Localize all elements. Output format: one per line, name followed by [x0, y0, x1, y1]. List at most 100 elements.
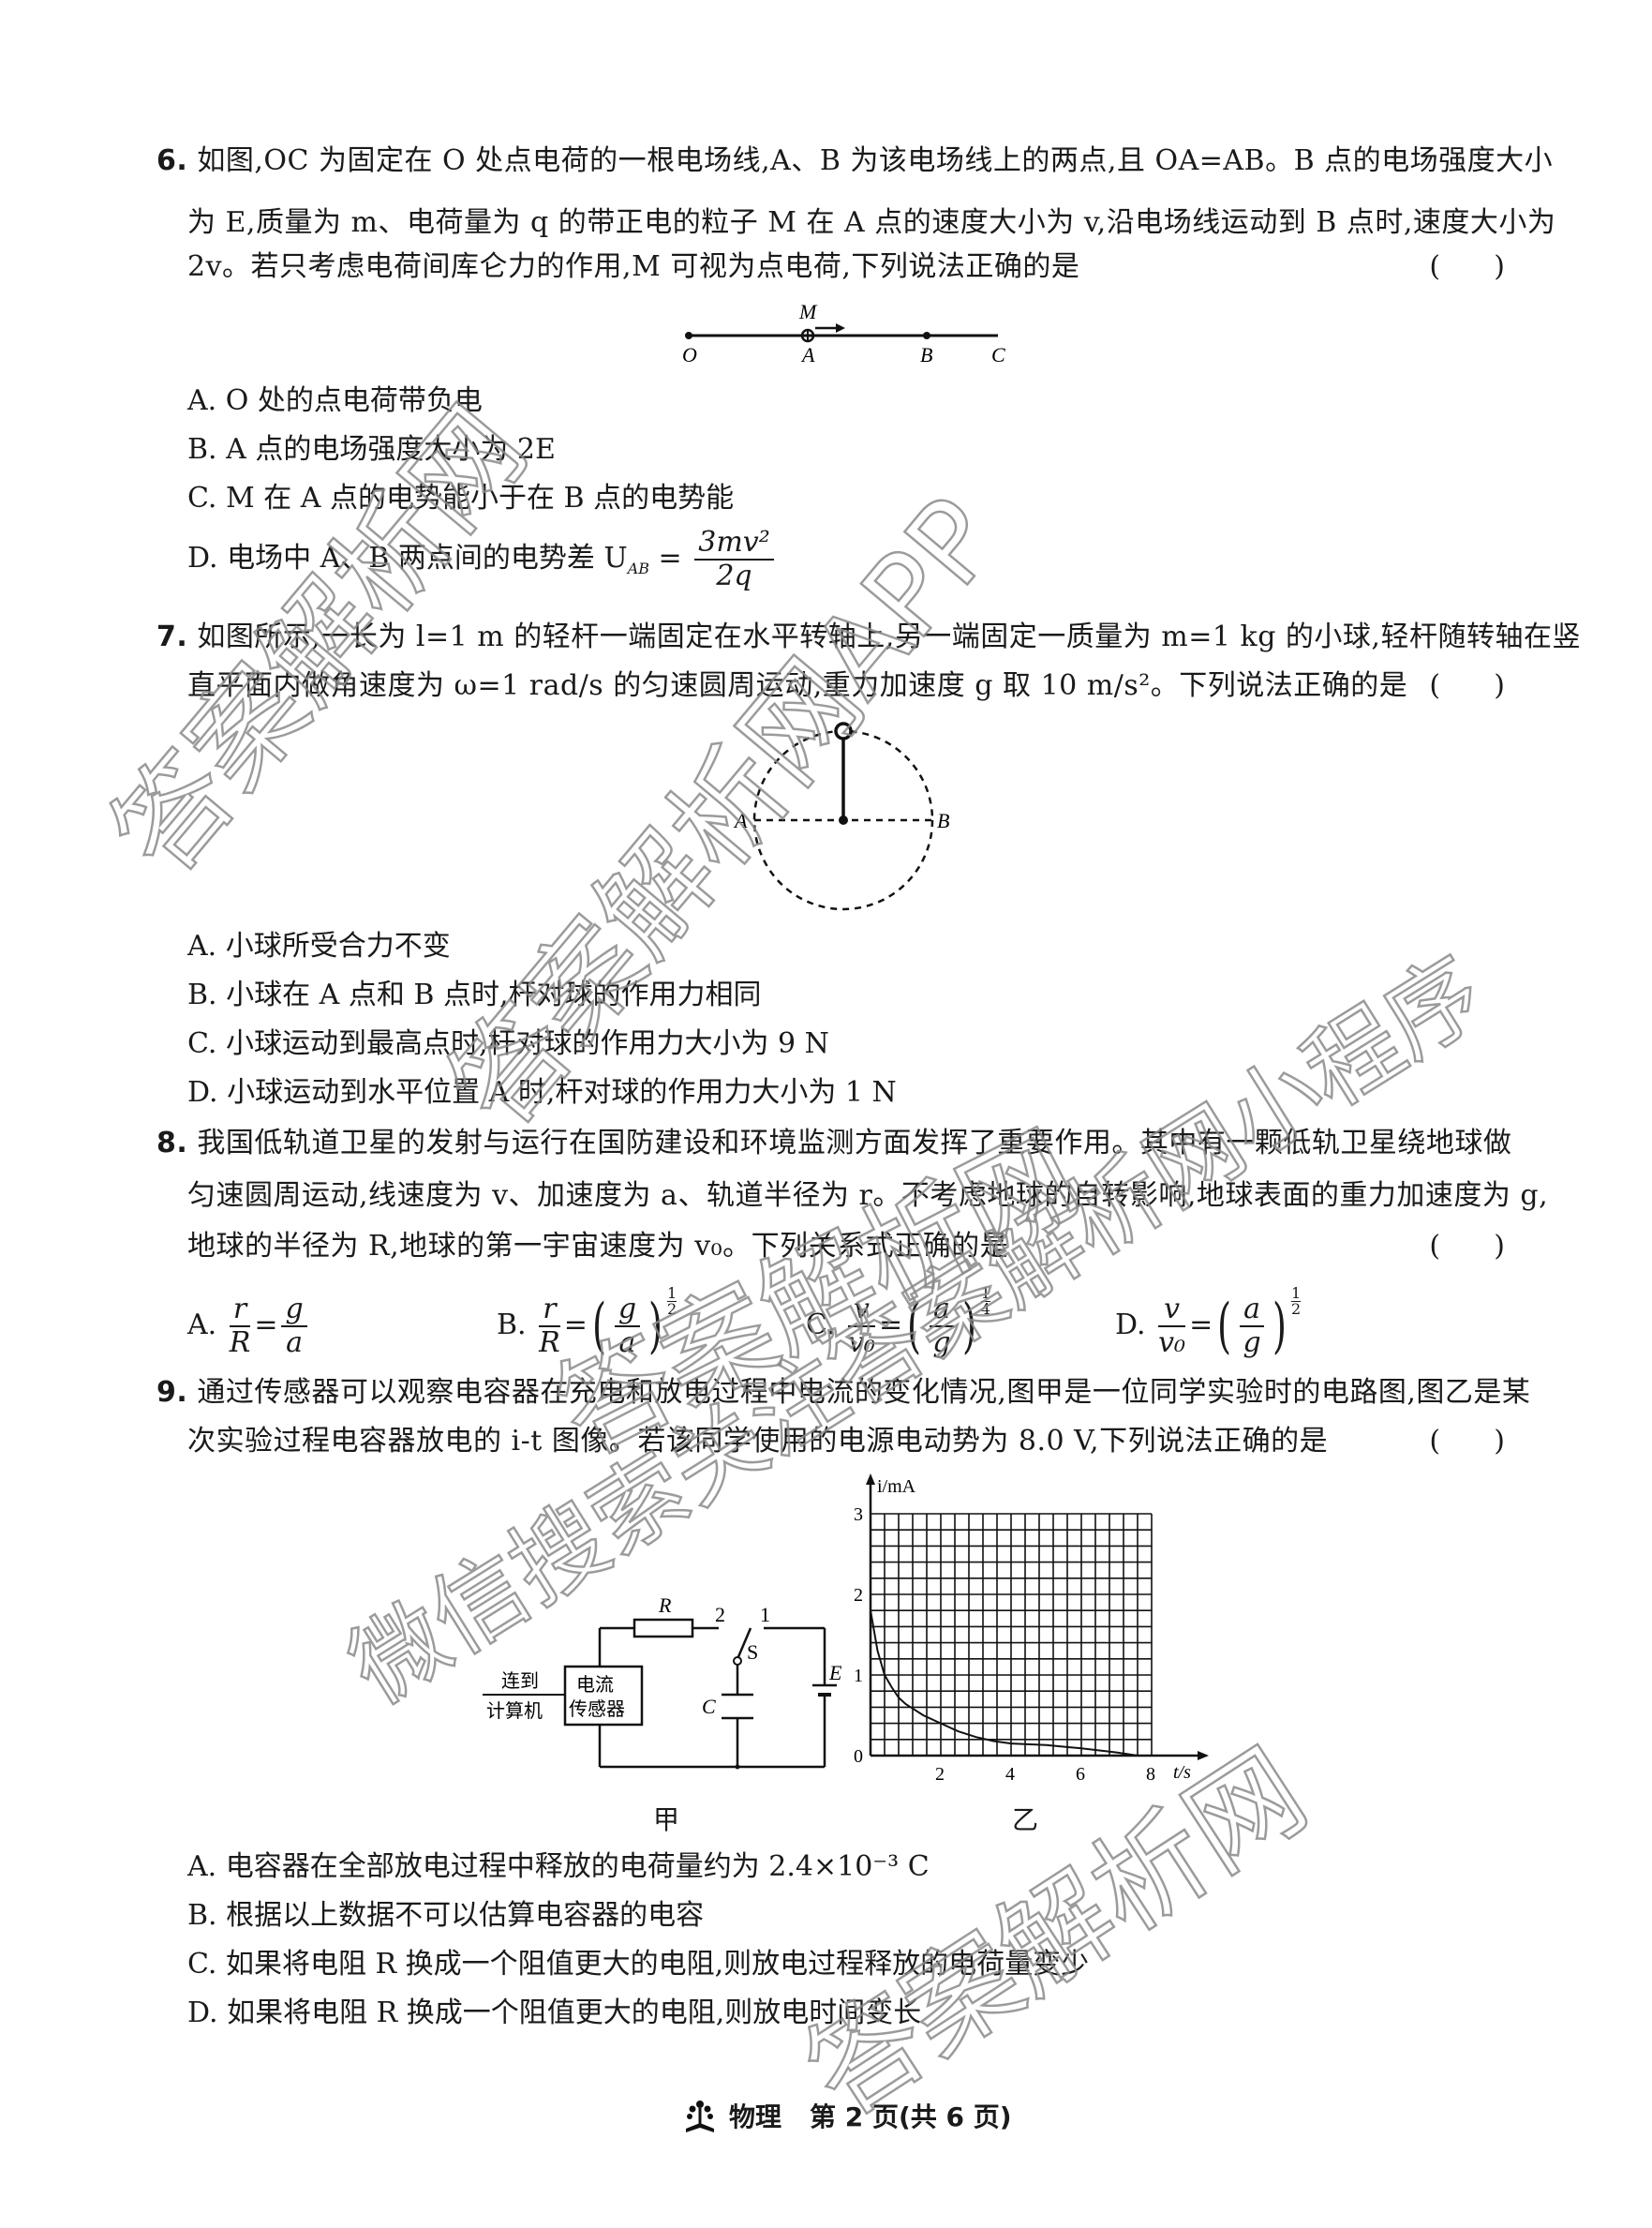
label-B: B [937, 809, 949, 832]
svg-text:4: 4 [1005, 1764, 1015, 1785]
q7-stem-1: 如图所示,一长为 l=1 m 的轻杆一端固定在水平转轴上,另一端固定一质量为 m… [197, 621, 1581, 653]
option-key: A. [187, 1308, 217, 1341]
computer-label-2: 计算机 [486, 1699, 543, 1722]
option-key: D. [187, 1076, 218, 1109]
switch-label: S [747, 1640, 758, 1664]
option-key: C. [187, 1027, 217, 1060]
q9-line-1: 9. 通过传感器可以观察电容器在充电和放电过程中电流的变化情况,图甲是一位同学实… [156, 1374, 1530, 1412]
page-footer: 物理 第 2 页(共 6 页) [684, 2097, 1012, 2134]
fraction: 3mv² 2q [694, 527, 774, 592]
equals: = [658, 542, 682, 575]
q9-option-a[interactable]: A. 电容器在全部放电过程中释放的电荷量约为 2.4×10⁻³ C [187, 1848, 930, 1886]
q9-stem-2: 次实验过程电容器放电的 i-t 图像。若该同学使用的电源电动势为 8.0 V,下… [187, 1425, 1329, 1458]
q7-option-b[interactable]: B. 小球在 A 点和 B 点时,杆对球的作用力相同 [187, 977, 762, 1014]
q9-option-b[interactable]: B. 根据以上数据不可以估算电容器的电容 [187, 1897, 704, 1935]
label-O: O [682, 343, 697, 364]
q6-stem-3: 2v。若只考虑电荷间库仑力的作用,M 可视为点电荷,下列说法正确的是 [187, 250, 1080, 283]
graph-caption: 乙 [1012, 1804, 1039, 1835]
q6-answer-blank[interactable]: ( ) [1429, 250, 1505, 283]
subscript: AB [627, 560, 649, 577]
q7-circular-motion-figure: A B [733, 722, 949, 911]
label-B: B [920, 343, 932, 364]
source-label: E [828, 1661, 842, 1684]
option-text: 小球运动到最高点时,杆对球的作用力大小为 9 N [225, 1027, 829, 1060]
option-text: 电容器在全部放电过程中释放的电荷量约为 2.4×10⁻³ C [225, 1850, 930, 1883]
q6-option-a[interactable]: A. O 处的点电荷带负电 [187, 382, 483, 420]
option-key: D. [1115, 1308, 1146, 1341]
label-M: M [798, 300, 818, 323]
q8-answer-blank[interactable]: ( ) [1429, 1230, 1505, 1263]
sensor-label-1: 电流 [576, 1673, 614, 1696]
option-key: B. [187, 979, 217, 1011]
svg-text:6: 6 [1076, 1764, 1085, 1785]
q6-number: 6. [156, 144, 188, 177]
y-axis-label: i/mA [877, 1476, 916, 1497]
q6-stem-2: 为 E,质量为 m、电荷量为 q 的带正电的粒子 M 在 A 点的速度大小为 v… [187, 206, 1556, 239]
q9-option-c[interactable]: C. 如果将电阻 R 换成一个阻值更大的电阻,则放电过程释放的电荷量变少 [187, 1946, 1089, 1983]
subject-label: 物理 [729, 2101, 782, 2132]
terminal-2-label: 2 [715, 1603, 725, 1626]
q7-number: 7. [156, 621, 188, 653]
discharge-curve [870, 1610, 1139, 1757]
q6-option-c[interactable]: C. M 在 A 点的电势能小于在 B 点的电势能 [187, 480, 734, 517]
q8-line-1: 8. 我国低轨道卫星的发射与运行在国防建设和环境监测方面发挥了重要作用。其中有一… [156, 1125, 1511, 1162]
q6-option-b[interactable]: B. A 点的电场强度大小为 2E [187, 431, 556, 469]
q7-line-1: 7. 如图所示,一长为 l=1 m 的轻杆一端固定在水平转轴上,另一端固定一质量… [156, 619, 1581, 656]
option-key: C. [806, 1308, 836, 1341]
q8-number: 8. [156, 1127, 188, 1159]
graph-grid [870, 1513, 1153, 1757]
q6-option-d[interactable]: D. 电场中 A、B 两点间的电势差 UAB = 3mv² 2q [187, 527, 778, 592]
q6-field-line-figure: O A B C M [682, 300, 1005, 364]
svg-text:2: 2 [854, 1585, 863, 1606]
q8-stem-1: 我国低轨道卫星的发射与运行在国防建设和环境监测方面发挥了重要作用。其中有一颗低轨… [197, 1127, 1512, 1159]
q7-option-a[interactable]: A. 小球所受合力不变 [187, 928, 451, 965]
option-key: B. [187, 433, 217, 466]
option-text: A 点的电场强度大小为 2E [226, 433, 556, 466]
computer-label-1: 连到 [501, 1669, 539, 1692]
label-A: A [800, 343, 815, 364]
q9-answer-blank[interactable]: ( ) [1429, 1425, 1505, 1458]
svg-text:8: 8 [1146, 1764, 1155, 1785]
svg-text:0: 0 [854, 1746, 863, 1767]
option-text: 如果将电阻 R 换成一个阻值更大的电阻,则放电过程释放的电荷量变少 [225, 1948, 1090, 1981]
page-number-label: 第 2 页(共 6 页) [810, 2101, 1012, 2132]
option-text: M 在 A 点的电势能小于在 B 点的电势能 [225, 482, 735, 515]
option-text: O 处的点电荷带负电 [225, 384, 483, 417]
q9-option-d[interactable]: D. 如果将电阻 R 换成一个阻值更大的电阻,则放电时间变长 [187, 1995, 921, 2032]
svg-text:2: 2 [935, 1764, 945, 1785]
circuit-caption: 甲 [653, 1804, 680, 1835]
publisher-logo-icon [686, 2101, 714, 2132]
q7-option-d[interactable]: D. 小球运动到水平位置 A 时,杆对球的作用力大小为 1 N [187, 1074, 897, 1112]
q7-answer-blank[interactable]: ( ) [1429, 669, 1505, 702]
svg-text:3: 3 [854, 1504, 863, 1525]
q7-option-c[interactable]: C. 小球运动到最高点时,杆对球的作用力大小为 9 N [187, 1025, 829, 1063]
option-key: D. [187, 542, 218, 575]
option-key: B. [497, 1308, 527, 1341]
q6-stem-1: 如图,OC 为固定在 O 处点电荷的一根电场线,A、B 为该电场线上的两点,且 … [197, 144, 1554, 177]
q8-stem-2: 匀速圆周运动,线速度为 v、加速度为 a、轨道半径为 r。不考虑地球的自转影响,… [187, 1179, 1549, 1212]
resistor-label: R [658, 1593, 672, 1617]
terminal-1-label: 1 [760, 1603, 770, 1626]
option-key: A. [187, 1850, 217, 1883]
capacitor-label: C [702, 1695, 716, 1718]
option-text: 小球运动到水平位置 A 时,杆对球的作用力大小为 1 N [227, 1076, 897, 1109]
x-axis-label: t/s [1173, 1762, 1191, 1783]
option-text: 小球在 A 点和 B 点时,杆对球的作用力相同 [226, 979, 762, 1011]
